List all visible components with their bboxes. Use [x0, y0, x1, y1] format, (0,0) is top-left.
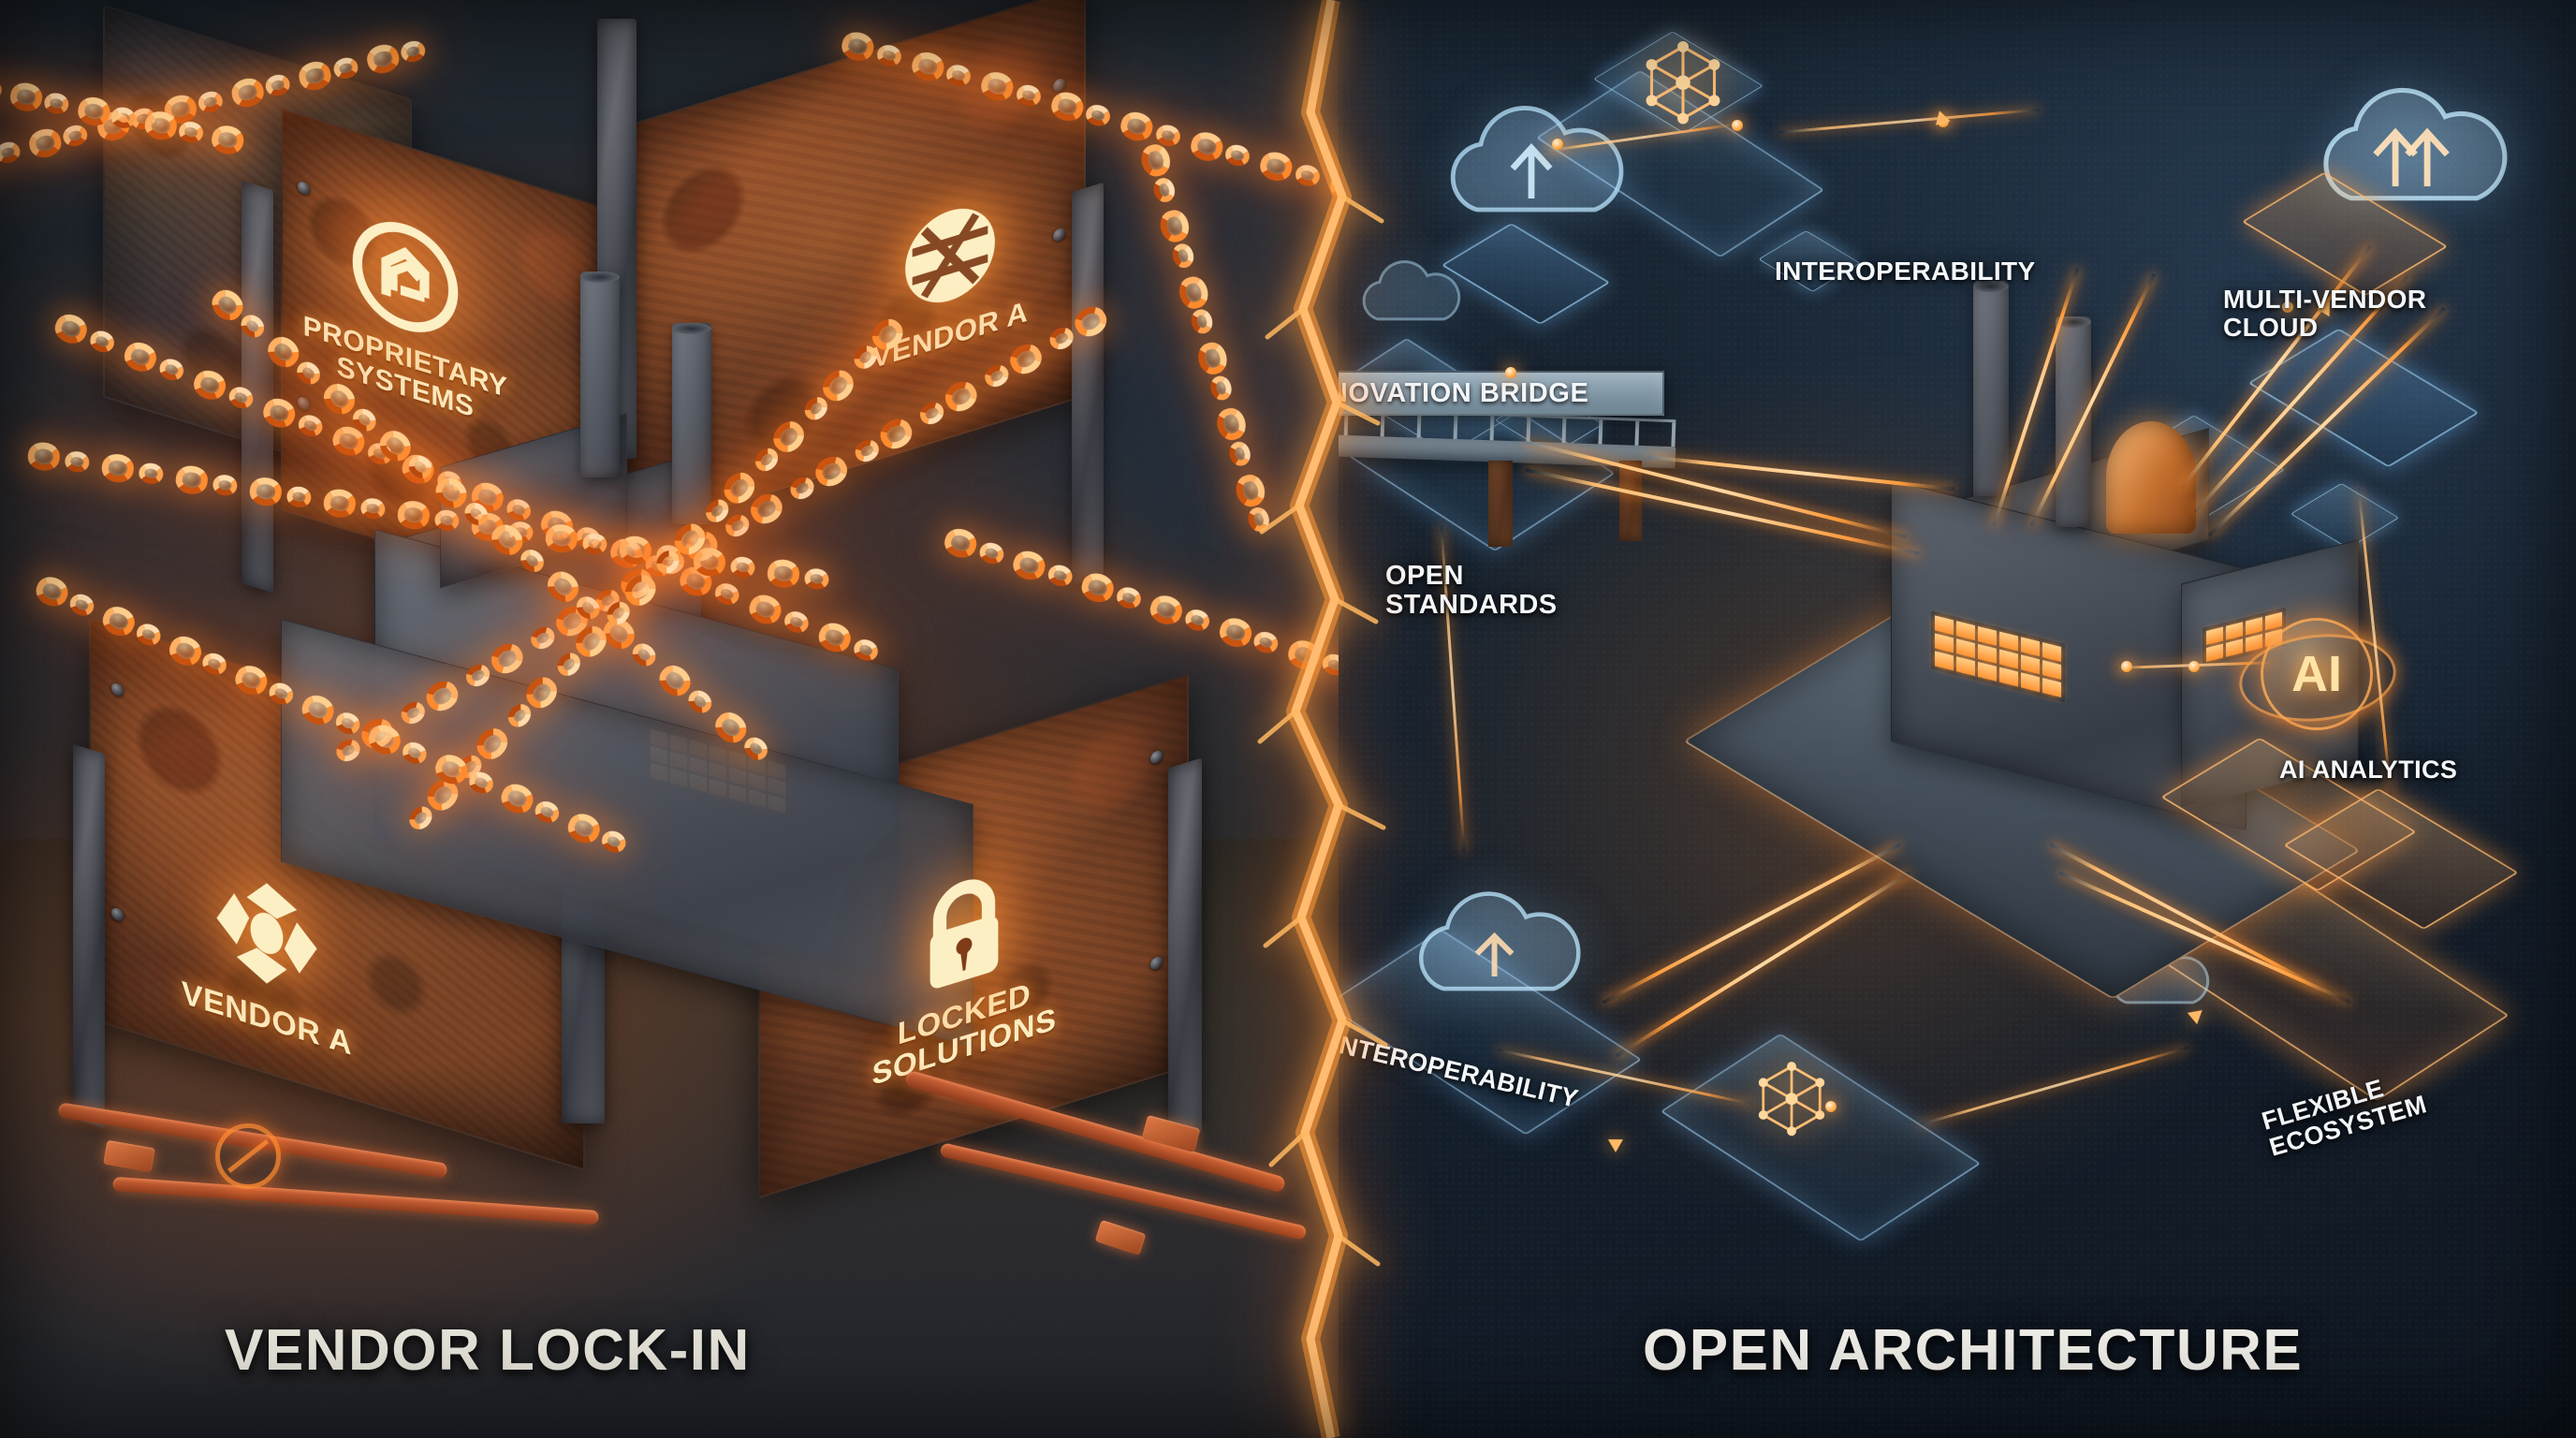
cage-stile-right	[1072, 182, 1104, 586]
proprietary-circle-icon	[345, 198, 465, 355]
flow-node-7	[1825, 1101, 1837, 1112]
molecule-hub-top-icon	[1627, 36, 1739, 143]
caged-factory-chimney-2	[672, 323, 711, 524]
cage-stile-left	[242, 180, 273, 594]
innovation-bridge-pier-3	[1619, 461, 1642, 541]
label-ai-analytics: AI ANALYTICS	[2279, 756, 2458, 784]
cage-stile-front-right	[1168, 757, 1202, 1143]
globe-cross-icon	[891, 179, 1009, 333]
innovation-bridge-sign[interactable]: INNOVATION BRIDGE	[1339, 371, 1664, 416]
label-multi-vendor-cloud: MULTI-VENDOR CLOUD	[2223, 285, 2427, 343]
ai-orb-label: AI	[2291, 646, 2342, 702]
open-factory-chimney-1	[1973, 281, 2009, 496]
cloud-left-top-icon	[1425, 94, 1640, 243]
innovation-bridge-label: INNOVATION BRIDGE	[1339, 377, 1589, 408]
innovation-bridge-pier-2	[1488, 461, 1513, 547]
flow-node-2	[1732, 120, 1743, 131]
cage-stile-front-left	[73, 743, 105, 1129]
badge-locked-solutions[interactable]: LOCKED SOLUTIONS	[847, 835, 1081, 1099]
open-factory-windows	[1931, 610, 2065, 703]
padlock-icon	[903, 852, 1025, 1011]
flow-node-4	[1505, 367, 1516, 378]
flow-node-6	[2188, 661, 2200, 672]
flow-node-1	[1552, 139, 1563, 150]
open-factory-silo	[2106, 421, 2196, 534]
right-title: OPEN ARCHITECTURE	[1643, 1318, 2304, 1383]
flow-node-5	[2121, 661, 2132, 672]
label-open-standards: OPEN STANDARDS	[1385, 561, 1558, 621]
vendor-lockin-scene: PROPRIETARY SYSTEMS VENDOR A	[0, 0, 1339, 1438]
open-architecture-scene: INNOVATION BRIDGE AI	[1339, 0, 2576, 1438]
cloud-right-top-icon	[2293, 75, 2527, 234]
flow-node-8	[2282, 301, 2293, 313]
badge-proprietary-systems[interactable]: PROPRIETARY SYSTEMS	[298, 184, 513, 435]
pinwheel-diamond-icon	[204, 852, 329, 1016]
prohibition-sign	[215, 1123, 281, 1189]
badge-vendor-a-bottom[interactable]: VENDOR A	[150, 835, 384, 1071]
label-interoperability-top: INTEROPERABILITY	[1775, 257, 2036, 286]
left-title: VENDOR LOCK-IN	[225, 1318, 751, 1383]
ai-orb[interactable]: AI	[2261, 618, 2373, 730]
flow-node-3	[1938, 116, 1949, 127]
molecule-hub-bottom-icon	[1741, 1056, 1842, 1154]
cloud-interop-bottom-icon	[1395, 880, 1596, 1020]
open-factory-chimney-2	[2056, 316, 2091, 527]
badge-vendor-a-top[interactable]: VENDOR A	[842, 164, 1058, 384]
caged-factory-chimney-1	[580, 271, 620, 477]
